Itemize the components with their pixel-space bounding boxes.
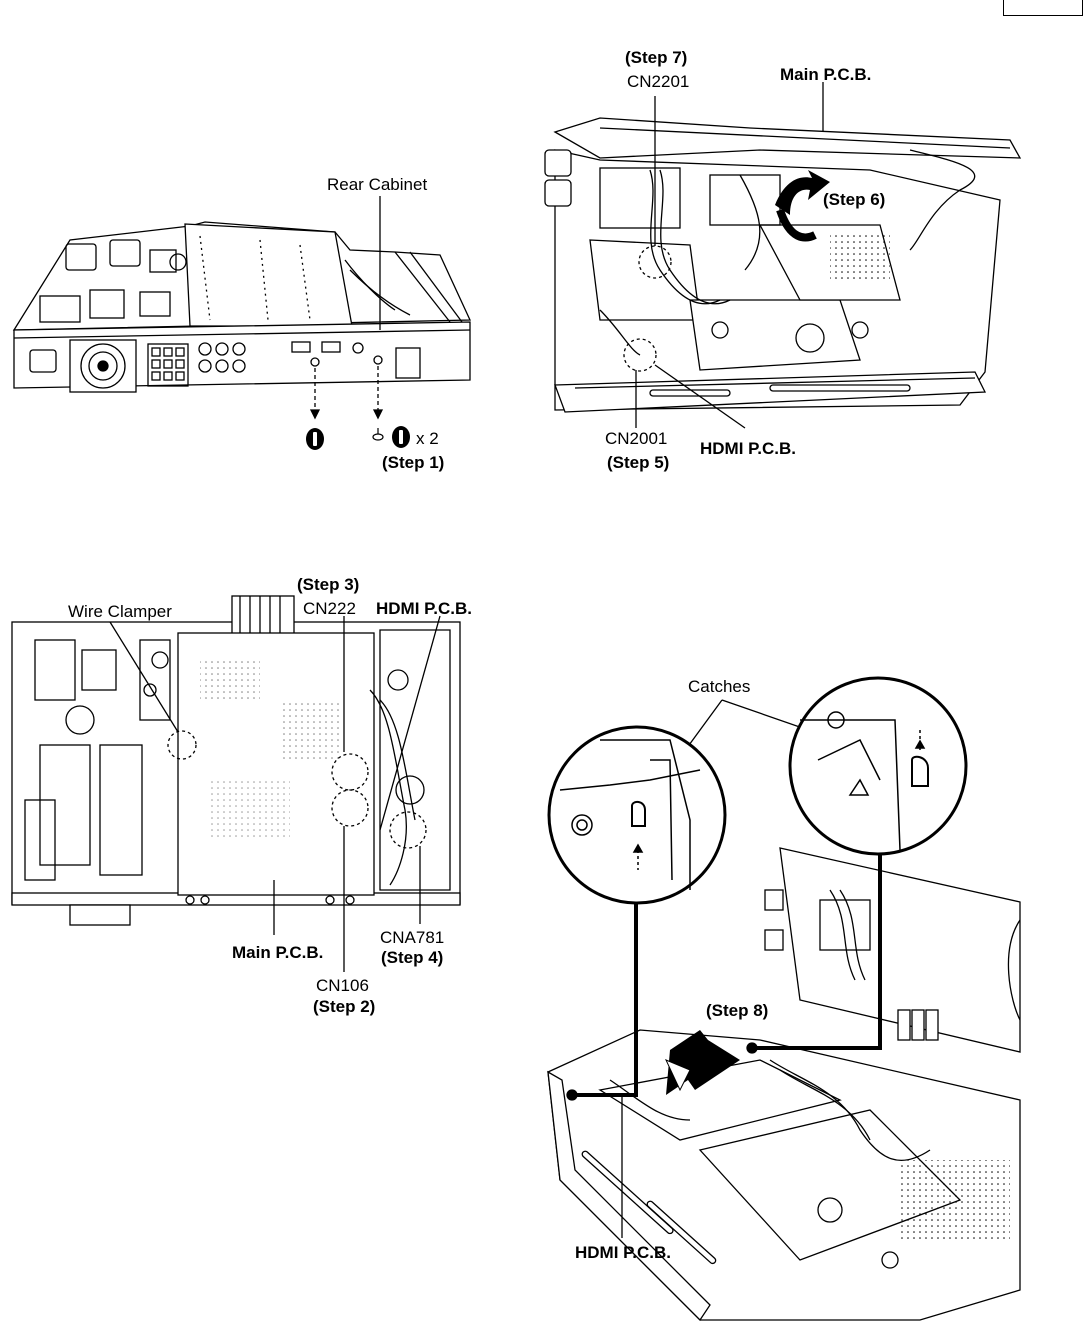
- label-step3: (Step 3): [297, 575, 360, 594]
- catch-icon: [559, 711, 929, 890]
- label-cn2201: CN2201: [627, 72, 690, 91]
- label-step1: (Step 1): [382, 453, 445, 472]
- label-cn2001: CN2001: [605, 429, 668, 448]
- label-main-pcb-mid: Main P.C.B.: [232, 943, 324, 962]
- page-number-box: [1003, 0, 1083, 16]
- label-hdmi-pcb-bottom: HDMI P.C.B.: [575, 1243, 672, 1262]
- label-step7: (Step 7): [625, 48, 688, 67]
- figure-rear-cabinet: [12, 196, 472, 420]
- screw-icon: [372, 428, 384, 441]
- label-main-pcb-top: Main P.C.B.: [780, 65, 872, 84]
- label-rear-cabinet: Rear Cabinet: [327, 175, 428, 194]
- magnify-circle-icon: [547, 676, 968, 905]
- label-step4: (Step 4): [381, 948, 444, 967]
- label-hdmi-pcb-top: HDMI P.C.B.: [700, 439, 797, 458]
- arrow-lift-icon: [775, 170, 830, 242]
- label-wire-clamper: Wire Clamper: [68, 602, 172, 621]
- screw-badge-icon: [306, 428, 324, 450]
- screw-badge-icon: [392, 426, 410, 448]
- label-catches: Catches: [688, 677, 751, 696]
- figure-top-view: [11, 595, 461, 972]
- label-step1-quantity: x 2: [416, 429, 439, 448]
- label-cna781: CNA781: [380, 928, 445, 947]
- label-step8: (Step 8): [706, 1001, 769, 1020]
- label-hdmi-pcb-mid: HDMI P.C.B.: [376, 599, 473, 618]
- label-cn222: CN222: [303, 599, 356, 618]
- figure-main-hdmi-lift: [544, 82, 1022, 429]
- label-cn106: CN106: [316, 976, 369, 995]
- label-step2: (Step 2): [313, 997, 376, 1016]
- arrow-slide-icon: [665, 1030, 740, 1095]
- label-step5: (Step 5): [607, 453, 670, 472]
- figure-catches: [547, 699, 1021, 1322]
- label-step6: (Step 6): [823, 190, 886, 209]
